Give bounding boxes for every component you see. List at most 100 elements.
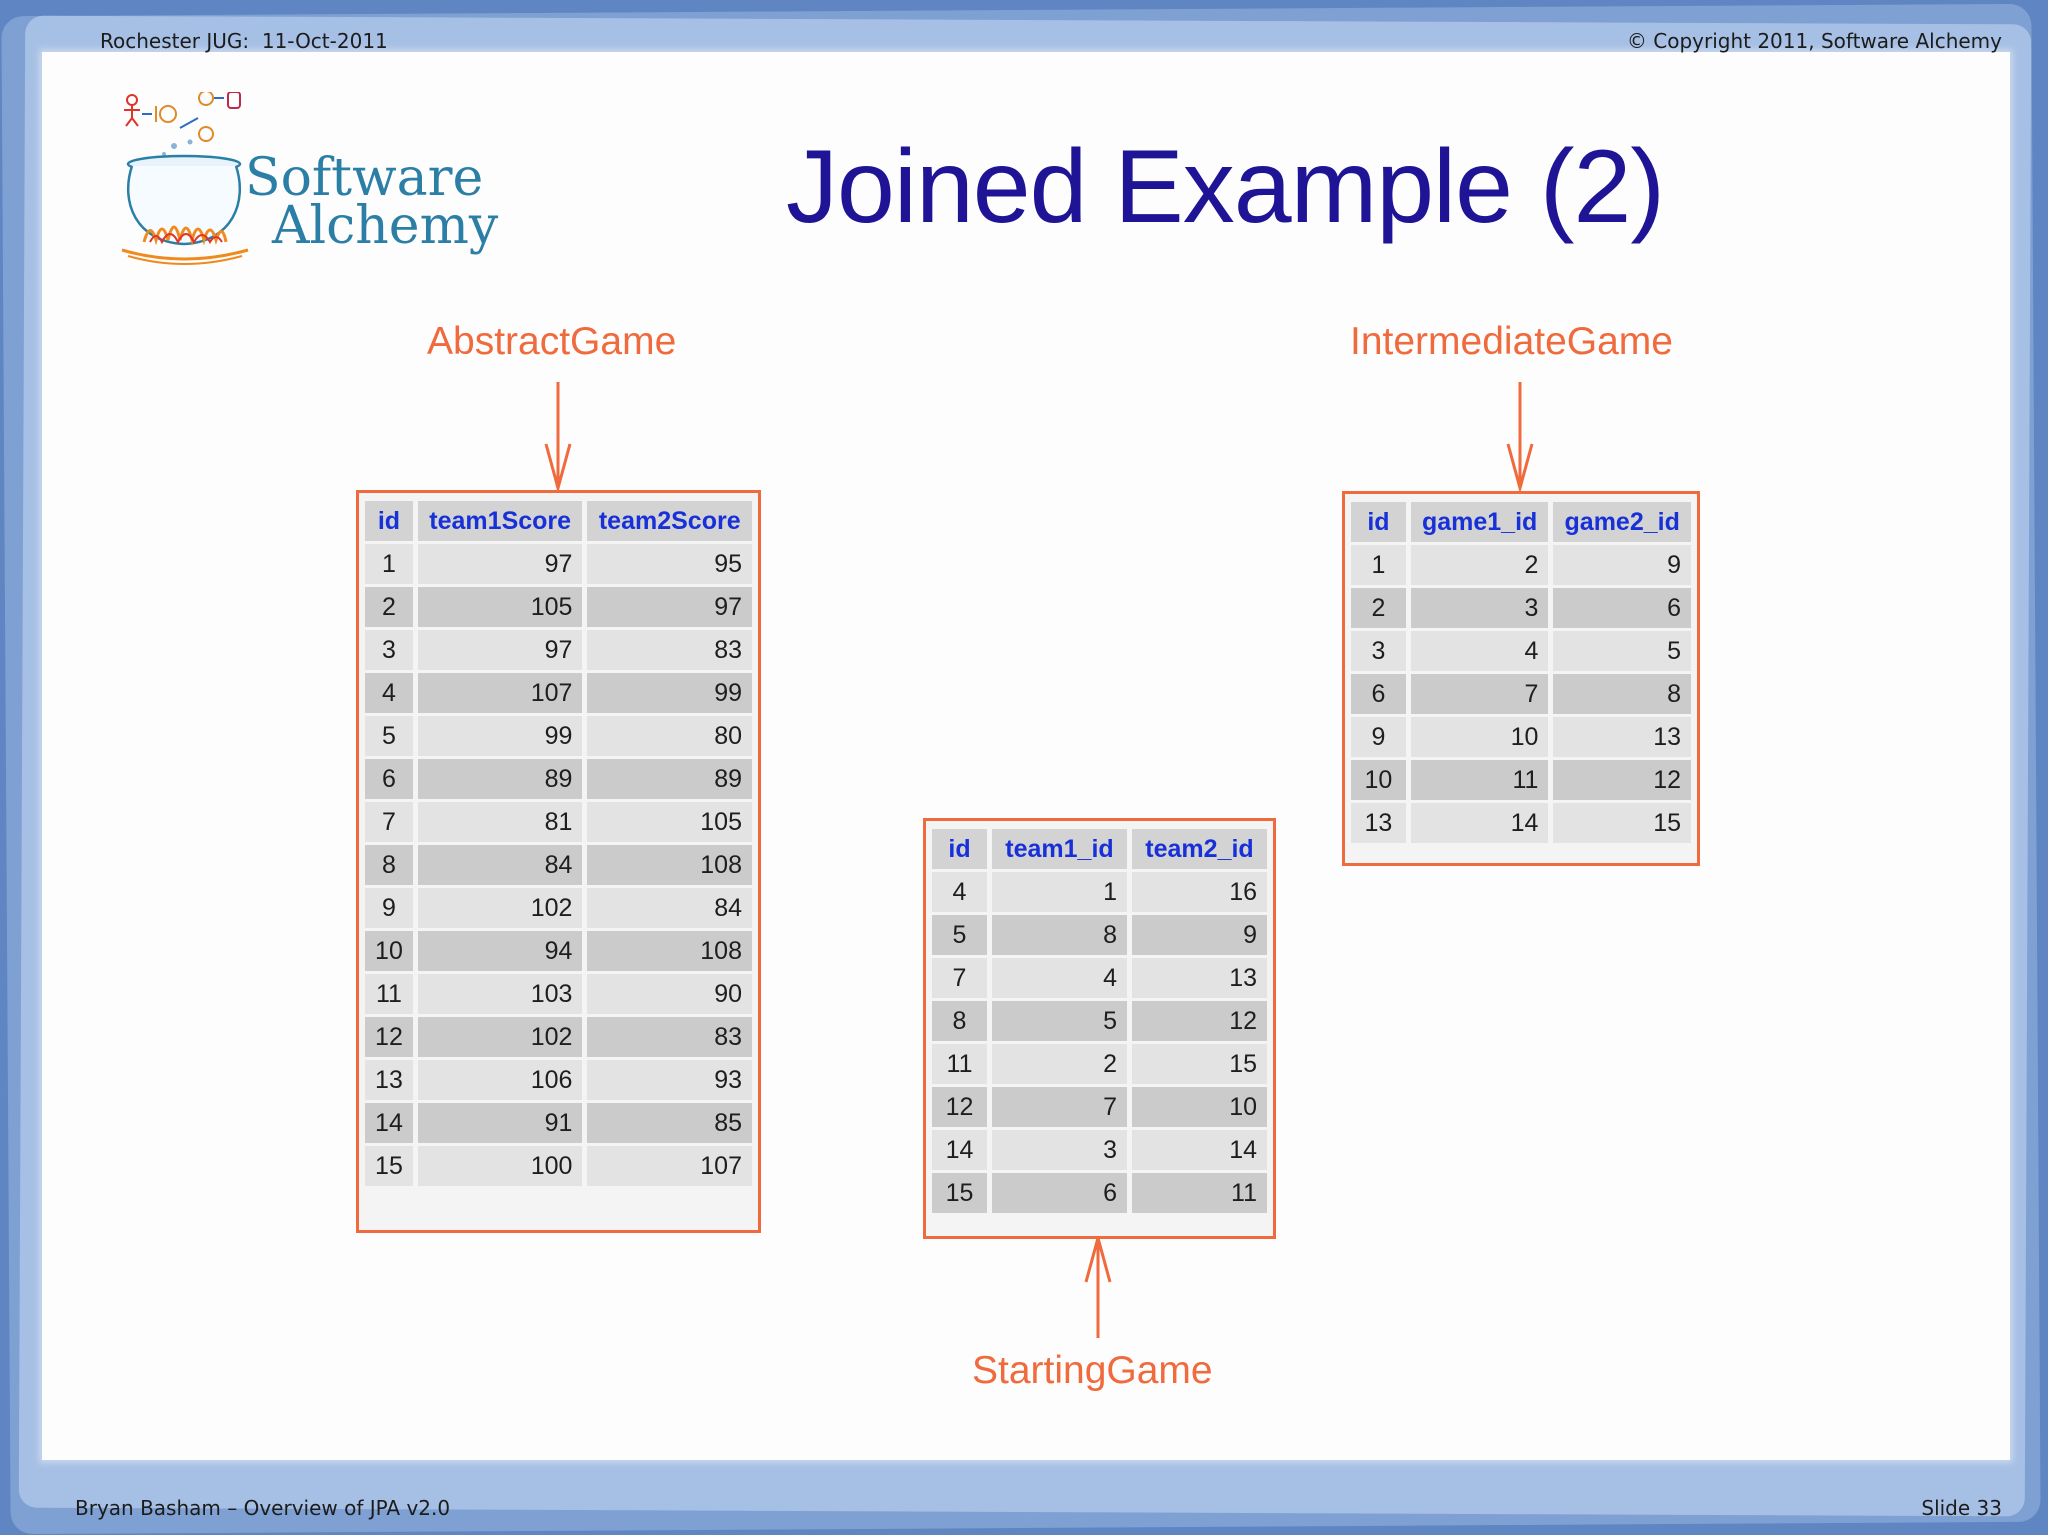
table-cell: 15 bbox=[1131, 1044, 1267, 1084]
header-copyright: © Copyright 2011, Software Alchemy bbox=[1626, 29, 2002, 53]
table-cell: 4 bbox=[932, 872, 992, 912]
table-cell: 11 bbox=[1131, 1173, 1267, 1213]
table-cell: 99 bbox=[417, 716, 588, 756]
table-cell: 94 bbox=[417, 931, 588, 971]
table-cell: 11 bbox=[365, 974, 418, 1014]
table-cell: 16 bbox=[1131, 872, 1267, 912]
table-cell: 1 bbox=[1351, 545, 1411, 585]
table-cell: 4 bbox=[365, 673, 418, 713]
table-cell: 13 bbox=[1553, 717, 1691, 757]
table-cell: 14 bbox=[1131, 1130, 1267, 1170]
footer-author: Bryan Basham – Overview of JPA v2.0 bbox=[75, 1496, 451, 1520]
table-cell: 5 bbox=[1553, 631, 1691, 671]
column-header: id bbox=[932, 829, 992, 869]
table-cell: 9 bbox=[1553, 545, 1691, 585]
table-cell: 3 bbox=[1351, 631, 1411, 671]
table-cell: 5 bbox=[991, 1001, 1132, 1041]
table-cell: 4 bbox=[1410, 631, 1554, 671]
table-cell: 13 bbox=[365, 1060, 418, 1100]
table-cell: 10 bbox=[1131, 1087, 1267, 1127]
table-cell: 2 bbox=[1351, 588, 1411, 628]
logo-text-line1: Software bbox=[245, 148, 484, 208]
table-cell: 15 bbox=[932, 1173, 992, 1213]
logo-text-line2: Alchemy bbox=[272, 196, 499, 256]
table-cell: 8 bbox=[991, 915, 1132, 955]
table-cell: 12 bbox=[1553, 760, 1691, 800]
table-cell: 5 bbox=[365, 716, 418, 756]
table-cell: 81 bbox=[417, 802, 588, 842]
table-cell: 12 bbox=[1131, 1001, 1267, 1041]
table-cell: 80 bbox=[587, 716, 752, 756]
table-cell: 8 bbox=[365, 845, 418, 885]
table-cell: 14 bbox=[1410, 803, 1554, 843]
table-cell: 1 bbox=[991, 872, 1132, 912]
table-cell: 15 bbox=[1553, 803, 1691, 843]
table-cell: 97 bbox=[417, 630, 588, 670]
table-cell: 7 bbox=[991, 1087, 1132, 1127]
table-cell: 8 bbox=[1553, 674, 1691, 714]
footer-slide-number: Slide 33 bbox=[1921, 1496, 2002, 1520]
table-cell: 103 bbox=[417, 974, 588, 1014]
table-cell: 93 bbox=[587, 1060, 752, 1100]
table-cell: 15 bbox=[365, 1146, 418, 1186]
table-cell: 14 bbox=[932, 1130, 992, 1170]
label-intermediate-game: IntermediateGame bbox=[1350, 320, 1673, 363]
table-cell: 9 bbox=[1351, 717, 1411, 757]
column-header: team1_id bbox=[991, 829, 1132, 869]
table-cell: 90 bbox=[587, 974, 752, 1014]
table-cell: 13 bbox=[1131, 958, 1267, 998]
table-cell: 2 bbox=[1410, 545, 1554, 585]
column-header: id bbox=[1351, 502, 1411, 542]
table-cell: 84 bbox=[587, 888, 752, 928]
table-cell: 3 bbox=[365, 630, 418, 670]
table-cell: 1 bbox=[365, 544, 418, 584]
table-cell: 6 bbox=[991, 1173, 1132, 1213]
table-cell: 10 bbox=[365, 931, 418, 971]
table-cell: 11 bbox=[932, 1044, 992, 1084]
label-starting-game: StartingGame bbox=[972, 1349, 1213, 1392]
table-cell: 83 bbox=[587, 630, 752, 670]
table-cell: 5 bbox=[932, 915, 992, 955]
table-cell: 13 bbox=[1351, 803, 1411, 843]
column-header: id bbox=[365, 501, 418, 541]
table-cell: 105 bbox=[587, 802, 752, 842]
table-cell: 6 bbox=[1351, 674, 1411, 714]
table-cell: 7 bbox=[932, 958, 992, 998]
table-cell: 106 bbox=[417, 1060, 588, 1100]
table-cell: 83 bbox=[587, 1017, 752, 1057]
table-cell: 9 bbox=[1131, 915, 1267, 955]
table-cell: 6 bbox=[1553, 588, 1691, 628]
table-cell: 11 bbox=[1410, 760, 1554, 800]
table-cell: 100 bbox=[417, 1146, 588, 1186]
table-cell: 99 bbox=[587, 673, 752, 713]
table-cell: 9 bbox=[365, 888, 418, 928]
slide-title: Joined Example (2) bbox=[786, 129, 1665, 245]
table-cell: 85 bbox=[587, 1103, 752, 1143]
table-cell: 107 bbox=[417, 673, 588, 713]
table-cell: 97 bbox=[587, 587, 752, 627]
table-cell: 89 bbox=[417, 759, 588, 799]
table-cell: 105 bbox=[417, 587, 588, 627]
